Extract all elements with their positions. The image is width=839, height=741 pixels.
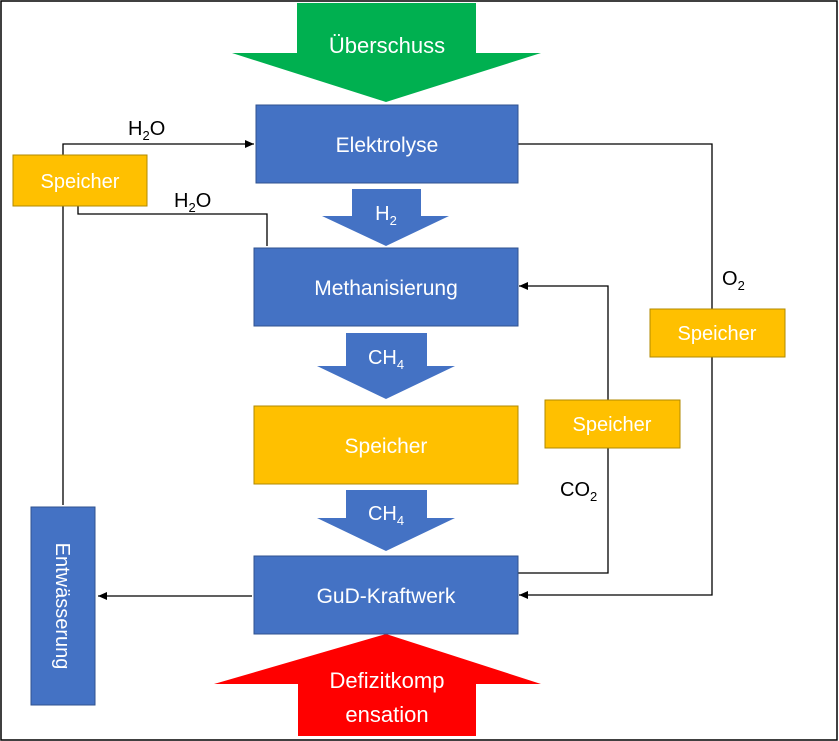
speicher-co2-label: Speicher xyxy=(573,414,652,436)
speicher-main-box xyxy=(253,405,519,485)
ch4-flow-arrow-upper xyxy=(317,333,455,399)
co2-label: CO2 xyxy=(560,479,597,504)
defizitkompensation-label-line2: ensation xyxy=(345,702,428,727)
ch4-flow-label-upper: CH4 xyxy=(368,347,404,372)
defizitkompensation-label-line1: Defizitkomp xyxy=(330,668,445,693)
speicher-co2-box xyxy=(544,399,681,449)
h2-flow-label: H2 xyxy=(375,203,397,228)
h2-flow-arrow xyxy=(322,189,449,246)
speicher-left-label: Speicher xyxy=(41,171,120,193)
speicher-main-label: Speicher xyxy=(345,435,428,458)
h2o-top-label: H2O xyxy=(128,118,165,143)
ch4-flow-arrow-lower xyxy=(317,490,455,551)
methanisierung-box xyxy=(253,247,519,327)
entwaesserung-box xyxy=(30,506,96,706)
h2o-line-to-elektrolyse xyxy=(62,140,254,505)
defizitkompensation-arrow xyxy=(214,634,541,736)
h2o-mid-label: H2O xyxy=(174,190,211,215)
speicher-o2-box xyxy=(649,308,786,358)
methanisierung-label: Methanisierung xyxy=(314,277,458,300)
gud-kraftwerk-box xyxy=(253,555,519,635)
entwaesserung-label: Entwässerung xyxy=(51,543,73,670)
o2-label: O2 xyxy=(722,268,745,293)
elektrolyse-box xyxy=(255,104,519,184)
gud-kraftwerk-label: GuD-Kraftwerk xyxy=(317,585,456,608)
speicher-o2-label: Speicher xyxy=(678,323,757,345)
o2-line xyxy=(518,143,713,599)
ch4-flow-label-lower: CH4 xyxy=(368,503,404,528)
elektrolyse-label: Elektrolyse xyxy=(336,134,439,157)
speicher-left-box xyxy=(12,154,148,207)
ueberschuss-arrow xyxy=(232,3,541,102)
ueberschuss-label: Überschuss xyxy=(329,33,445,58)
